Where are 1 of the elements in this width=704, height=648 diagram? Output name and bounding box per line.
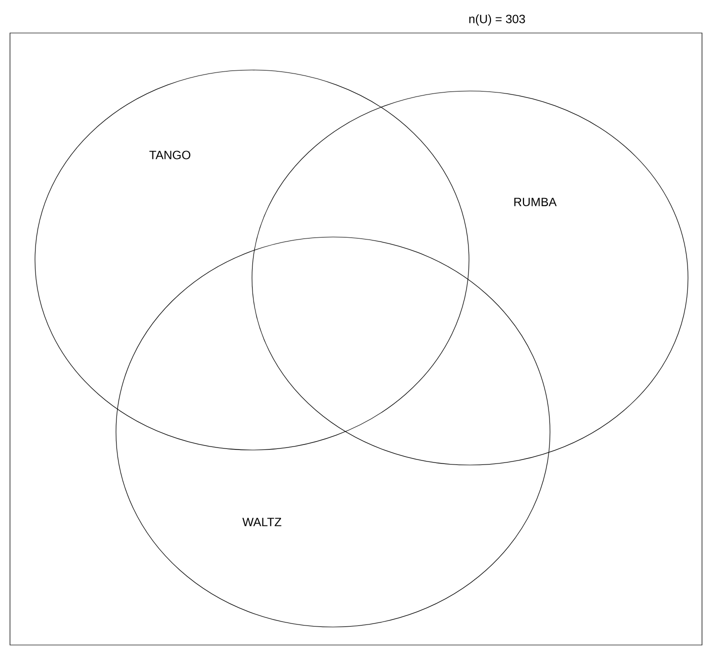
node-label: n(U) = 303 <box>469 14 525 26</box>
